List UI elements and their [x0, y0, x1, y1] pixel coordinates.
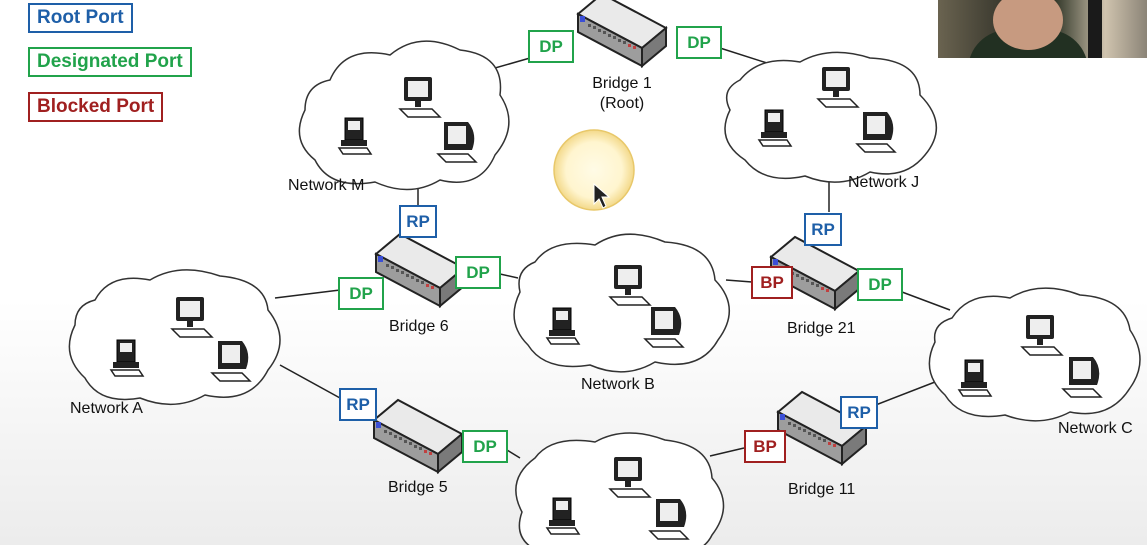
bridge-1-label: Bridge 1 (Root) — [580, 75, 664, 113]
bridge-1-root-tag: (Root) — [599, 95, 645, 112]
network-c-label: Network C — [1058, 420, 1133, 437]
network-m-label: Network M — [288, 177, 365, 194]
webcam-overlay — [938, 0, 1147, 58]
port-b6-left: DP — [338, 277, 384, 310]
links — [274, 47, 951, 459]
port-b1-right: DP — [676, 26, 722, 59]
link-a-b6 — [274, 289, 341, 299]
link-a-b5 — [279, 364, 341, 399]
network-b-label: Network B — [581, 376, 655, 393]
cursor-highlight — [553, 129, 635, 211]
bridge-6-icon — [375, 233, 465, 307]
network-a-label: Network A — [70, 400, 143, 417]
port-b1-left: DP — [528, 30, 574, 63]
link-b6-b — [499, 273, 519, 279]
cloud-network-a — [68, 269, 281, 406]
port-b6-up: RP — [399, 205, 437, 238]
bridge-11-label: Bridge 11 — [788, 481, 856, 498]
bridge-5-label: Bridge 5 — [388, 479, 448, 496]
presenter-face — [993, 0, 1063, 50]
legend-designated-port: Designated Port — [28, 47, 192, 77]
legend-blocked-port: Blocked Port — [28, 92, 164, 122]
bridge-21-label: Bridge 21 — [787, 320, 856, 337]
port-b21-up: RP — [804, 213, 842, 246]
link-b5-n — [506, 449, 521, 459]
link-b11-c — [867, 381, 936, 409]
port-b21-left: BP — [751, 266, 793, 299]
port-b5-left: RP — [339, 388, 377, 421]
cloud-network-m — [298, 40, 510, 191]
link-b1-j — [719, 47, 771, 65]
link-b-b21 — [725, 279, 753, 283]
port-b21-right: DP — [857, 268, 903, 301]
bridge-6-label: Bridge 6 — [389, 318, 449, 335]
bridge-1-icon — [577, 0, 667, 67]
port-b11-right: RP — [840, 396, 878, 429]
port-b5-right: DP — [462, 430, 508, 463]
microphone-icon — [1088, 0, 1102, 58]
bridge-1-name: Bridge 1 — [592, 75, 652, 92]
mouse-pointer-icon — [593, 182, 611, 209]
legend-root-port: Root Port — [28, 3, 133, 33]
network-j-label: Network J — [848, 174, 920, 191]
link-b21-c — [901, 291, 951, 311]
bridge-5-icon — [373, 399, 463, 473]
port-b11-left: BP — [744, 430, 786, 463]
link-n-b11 — [709, 447, 745, 457]
port-b6-right: DP — [455, 256, 501, 289]
